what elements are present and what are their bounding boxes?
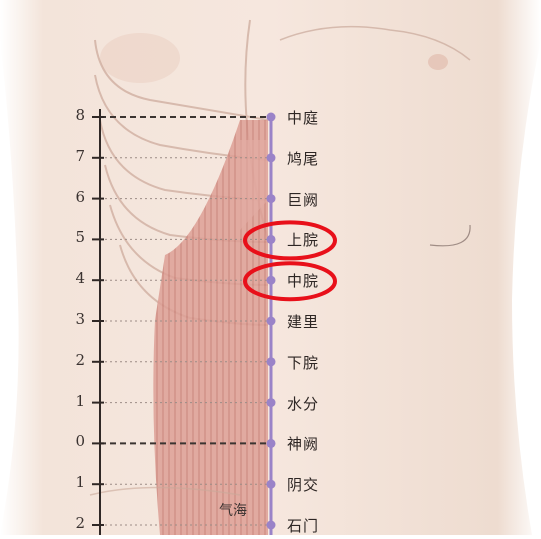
acupoint-label: 鸠尾 bbox=[287, 148, 319, 169]
acupoint-label: 阴交 bbox=[287, 474, 319, 495]
scale-label: 0 bbox=[65, 432, 85, 450]
acupoint-dot-9 bbox=[267, 480, 276, 489]
acupoint-dot-0 bbox=[267, 113, 276, 122]
acupoint-dot-6 bbox=[267, 357, 276, 366]
acupoint-dot-4 bbox=[267, 276, 276, 285]
acupoint-label: 石门 bbox=[287, 515, 319, 536]
acupoint-label: 下脘 bbox=[287, 352, 319, 373]
nipple-icon bbox=[428, 54, 448, 70]
acupoint-label: 水分 bbox=[287, 393, 319, 414]
scale-label: 1 bbox=[65, 392, 85, 410]
acupoint-label: 中庭 bbox=[287, 107, 319, 128]
scale-label: 5 bbox=[65, 228, 85, 246]
acupoint-dot-7 bbox=[267, 398, 276, 407]
acupoint-dot-3 bbox=[267, 235, 276, 244]
scale-label: 6 bbox=[65, 188, 85, 206]
scale-label: 4 bbox=[65, 269, 85, 287]
acupoint-dot-8 bbox=[267, 439, 276, 448]
acupoint-label: 中脘 bbox=[287, 270, 319, 291]
scale-label: 8 bbox=[65, 106, 85, 124]
qihai-label: 气海 bbox=[219, 500, 247, 520]
acupoint-dot-2 bbox=[267, 194, 276, 203]
acupoint-label: 上脘 bbox=[287, 229, 319, 250]
scale-label: 3 bbox=[65, 310, 85, 328]
scale-label: 7 bbox=[65, 147, 85, 165]
scale-label: 1 bbox=[65, 473, 85, 491]
scale-label: 2 bbox=[65, 514, 85, 532]
scale-label: 2 bbox=[65, 351, 85, 369]
acupoint-dot-10 bbox=[267, 521, 276, 530]
acupoint-label: 神阙 bbox=[287, 433, 319, 454]
acupoint-dot-1 bbox=[267, 153, 276, 162]
acupoint-label: 巨阙 bbox=[287, 189, 319, 210]
acupoint-dot-5 bbox=[267, 317, 276, 326]
acupoint-label: 建里 bbox=[287, 311, 319, 332]
